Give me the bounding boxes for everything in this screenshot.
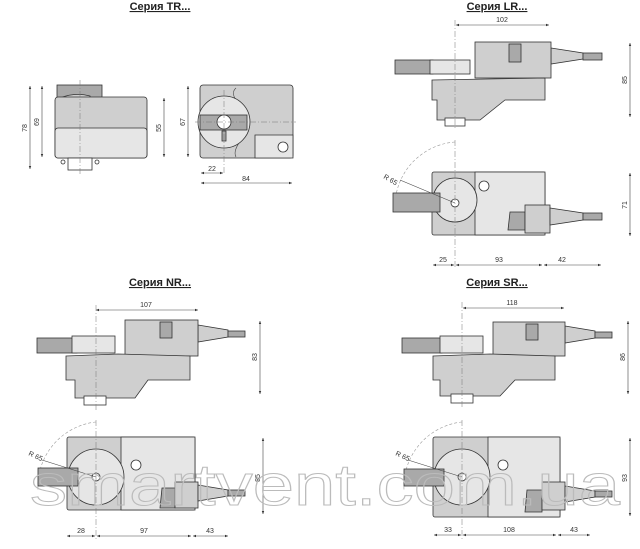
lr-dim-42: 42	[558, 257, 566, 264]
nr-dim-97: 97	[140, 528, 148, 535]
sr-dim-43: 43	[570, 527, 578, 534]
tr-dim-69: 69	[34, 118, 41, 126]
tr-dim-22: 22	[208, 166, 216, 173]
sr-top-view: 118 86	[401, 300, 630, 408]
sr-dim-86: 86	[620, 353, 627, 361]
nr-dim-83: 83	[252, 353, 259, 361]
sr-dim-33: 33	[444, 527, 452, 534]
nr-title: Серия NR...	[129, 277, 191, 289]
nr-bottom-view: R 65 85 28 97 43	[27, 420, 265, 540]
nr-dim-85: 85	[255, 474, 262, 482]
tr-dim-55: 55	[156, 124, 163, 132]
lr-dim-71: 71	[622, 201, 629, 209]
nr-series-drawing: Серия NR... 107 83 R	[27, 277, 265, 540]
lr-dim-102: 102	[496, 17, 508, 24]
sr-dim-93: 93	[622, 474, 629, 482]
lr-dim-r65: R 65	[382, 174, 398, 188]
tr-dim-67: 67	[180, 118, 187, 126]
tr-dim-84: 84	[242, 176, 250, 183]
tr-series-drawing: Серия TR... 78 69 55	[22, 1, 296, 185]
lr-bottom-view: R 65 71 25 93 42	[382, 140, 632, 268]
tr-side-view: 78 69 55	[22, 80, 166, 175]
nr-top-view: 107 83	[36, 302, 262, 410]
lr-dim-85: 85	[622, 76, 629, 84]
nr-dim-43: 43	[206, 528, 214, 535]
watermark: smartvent.com.ua	[30, 453, 621, 518]
lr-series-drawing: Серия LR... 102 85 R	[382, 1, 632, 268]
sr-dim-118: 118	[506, 300, 517, 307]
tr-dim-78: 78	[22, 124, 29, 132]
sr-series-drawing: Серия SR... 118 86 R	[394, 277, 632, 540]
sr-bottom-view: R 65 93 33 108 43	[394, 420, 632, 540]
sr-dim-108: 108	[503, 527, 515, 534]
lr-dim-25: 25	[439, 257, 447, 264]
nr-dim-28: 28	[77, 528, 85, 535]
lr-title: Серия LR...	[467, 1, 528, 13]
lr-top-view: 102 85	[394, 17, 632, 130]
lr-dim-93: 93	[495, 257, 503, 264]
nr-dim-107: 107	[140, 302, 152, 309]
tr-title: Серия TR...	[130, 1, 191, 13]
sr-title: Серия SR...	[466, 277, 527, 289]
tr-front-view: 67 22 84	[180, 84, 296, 185]
